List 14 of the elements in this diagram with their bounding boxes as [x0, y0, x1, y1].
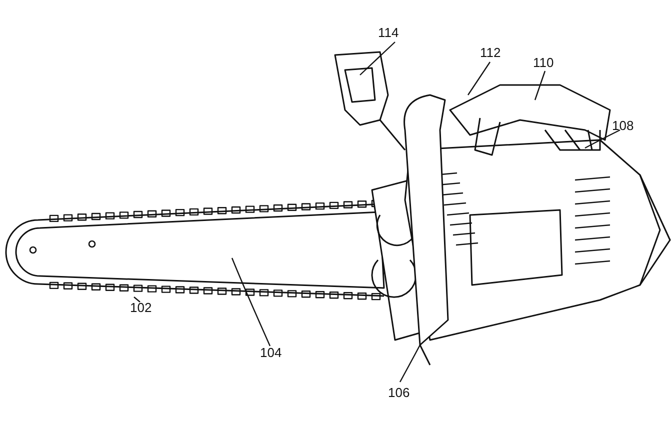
leader-line [468, 62, 490, 96]
reference-numeral: 104 [260, 345, 282, 360]
reference-numeral: 108 [612, 118, 634, 133]
reference-numeral: 112 [480, 45, 501, 60]
leader-line [360, 42, 396, 76]
leader-line [231, 258, 271, 346]
leader-line [584, 129, 620, 149]
reference-numeral: 106 [388, 385, 410, 400]
reference-numeral: 102 [130, 300, 152, 315]
reference-numeral: 114 [378, 25, 399, 40]
leader-line [534, 70, 546, 100]
reference-numeral: 110 [533, 55, 554, 70]
leader-line [134, 296, 140, 302]
leader-line [399, 344, 421, 382]
